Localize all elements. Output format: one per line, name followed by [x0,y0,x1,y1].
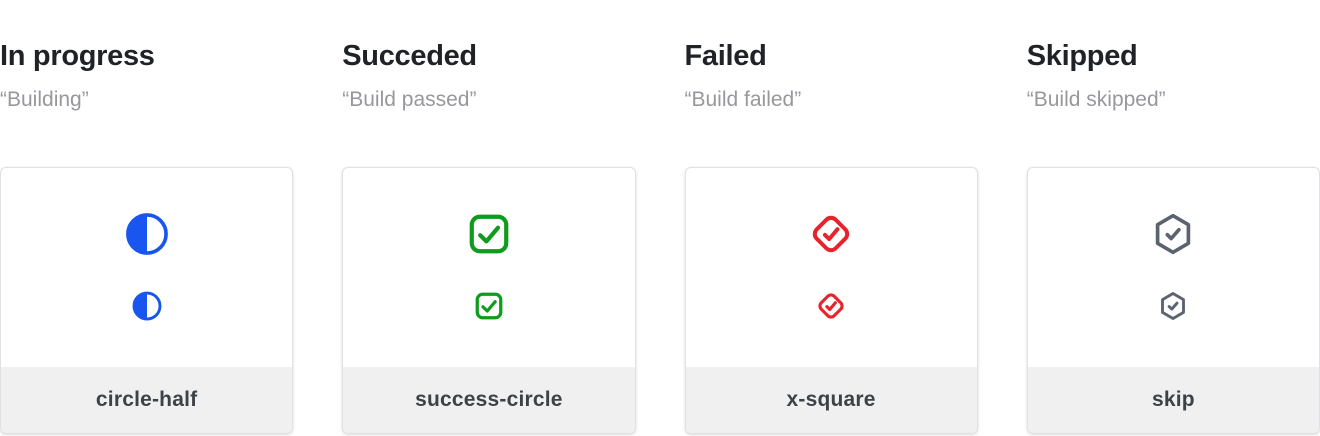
icon-name-label-bar: x-square [685,367,977,433]
icon-preview-area [686,168,977,367]
status-title: Skipped [1026,40,1138,72]
status-column-failed: Failed “Build failed” [684,40,978,436]
status-title: In progress [0,40,155,72]
icon-name-label: circle-half [95,388,198,411]
success-circle-icon-large [467,212,511,256]
circle-half-icon-small [132,291,162,321]
icon-name-label-bar: success-circle [343,367,635,433]
status-title: Failed [684,40,767,72]
status-subtitle: “Building” [0,88,89,111]
icon-name-label: success-circle [415,388,563,411]
skip-icon-large [1151,212,1195,256]
status-subtitle: “Build passed” [342,88,477,111]
icon-name-label: x-square [786,388,876,411]
success-circle-icon-small [474,291,504,321]
status-column-in-progress: In progress “Building” circle- [0,40,294,436]
icon-preview-area [343,168,634,367]
x-square-icon-large [809,212,853,256]
icon-name-label-bar: skip [1027,367,1319,433]
status-title: Succeded [342,40,477,72]
circle-half-icon-large [125,212,169,256]
icon-card-success-circle: success-circle [342,167,636,434]
icon-name-label-bar: circle-half [1,367,293,433]
status-subtitle: “Build failed” [684,88,802,111]
status-column-succeded: Succeded “Build passed” succes [342,40,636,436]
icon-card-skip: skip [1026,167,1320,434]
icon-card-x-square: x-square [684,167,978,434]
icon-preview-area [1028,168,1319,367]
icon-card-circle-half: circle-half [0,167,294,434]
status-column-skipped: Skipped “Build skipped” skip [1026,40,1320,436]
icon-preview-area [1,168,292,367]
status-subtitle: “Build skipped” [1026,88,1166,111]
icon-name-label: skip [1151,388,1195,411]
skip-icon-small [1158,291,1188,321]
x-square-icon-small [816,291,846,321]
